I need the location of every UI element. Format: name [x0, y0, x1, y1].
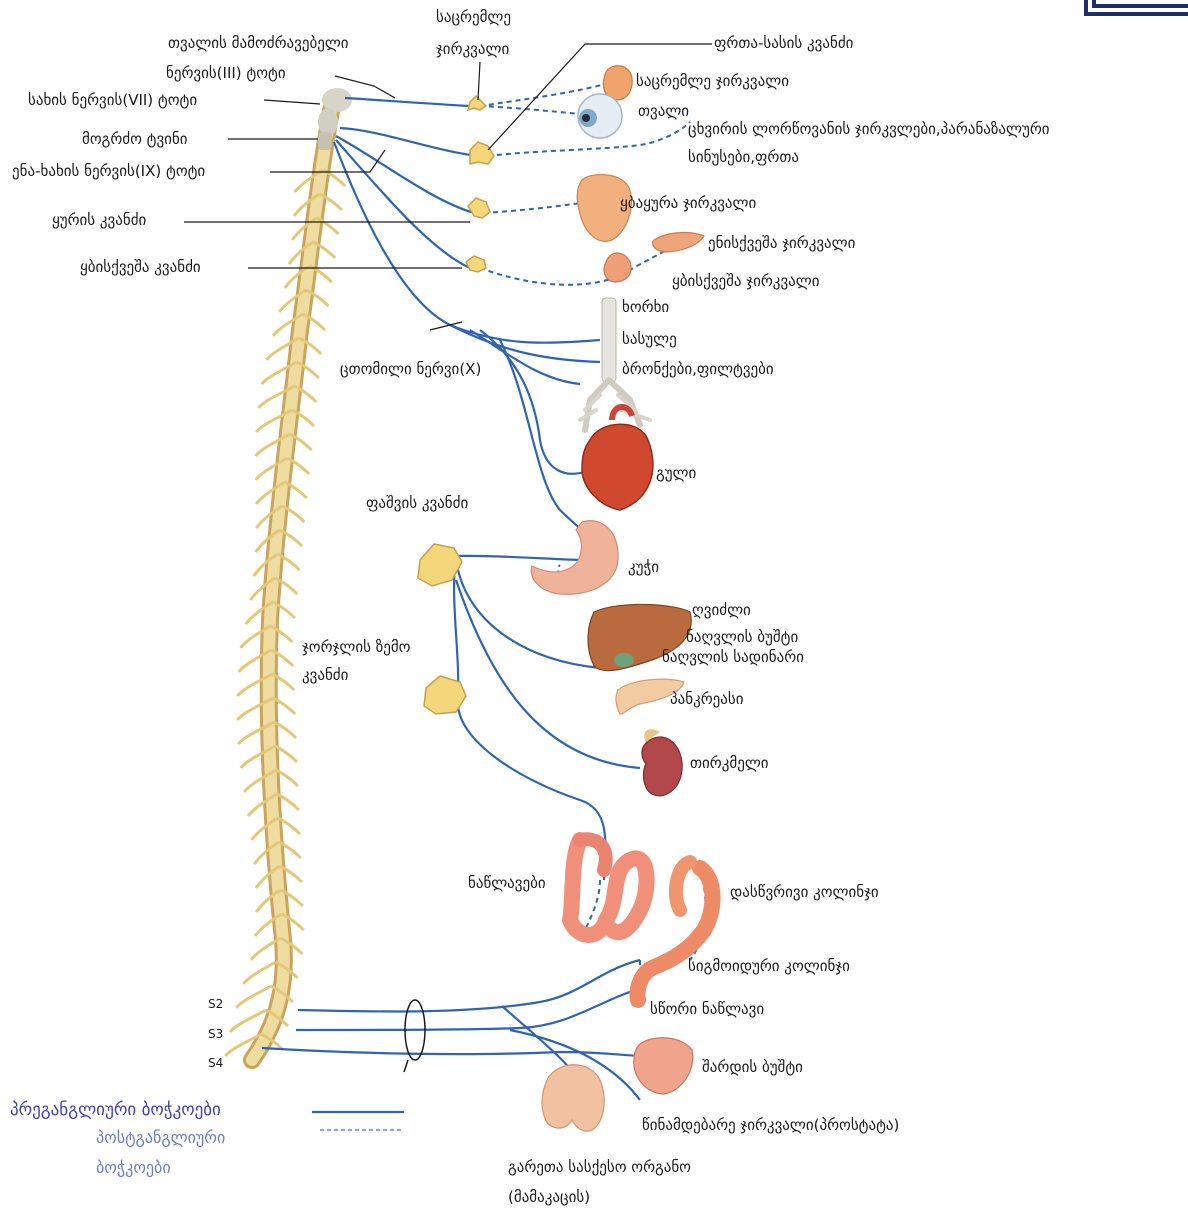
label-celiac-ganglion: ფაშვის კვანძი [366, 496, 468, 511]
label-trachea: სასულე [622, 332, 677, 347]
label-medulla: მოგრძო ტვინი [82, 132, 188, 147]
label-prostate: წინამდებარე ჯირკვალი(პროსტატა) [642, 1118, 899, 1133]
label-gallbladder: ნაღვლის ბუშტი [686, 630, 798, 645]
label-facial-nerve: სახის ნერვის(VII) ტოტი [28, 93, 197, 108]
label-lacrimal-gland: საცრემლე ჯირკვალი [636, 74, 789, 89]
label-bronchi-lungs: ბრონქები,ფილტვები [622, 362, 774, 377]
bladder-organ [634, 1038, 693, 1094]
sublingual-gland-organ [652, 233, 704, 252]
kidney-organ [642, 737, 682, 796]
label-otic-ganglion: ყურის კვანძი [52, 213, 146, 228]
label-s2: S2 [208, 998, 223, 1010]
organs [531, 66, 712, 1132]
label-submandibular-gland: ყბისქვეშა ჯირკვალი [672, 274, 819, 289]
label-rectum: სწორი ნაწლავი [650, 1002, 764, 1017]
legend-postganglionic-1: პოსტგანგლიური [96, 1130, 225, 1146]
legend [312, 1112, 404, 1130]
label-larynx: ხორხი [622, 300, 669, 315]
pterygopalatine-ganglion-shape [470, 142, 494, 164]
label-heart: გული [656, 466, 696, 481]
label-pterygopalatine-ganglion: ფრთა-სასის კვანძი [714, 36, 853, 51]
label-lacrimal-gland-top-1: საცრემლე [436, 10, 511, 25]
intestines-organ [570, 839, 647, 935]
ciliary-ganglion-shape [468, 96, 486, 110]
heart-organ [582, 424, 653, 510]
mesenteric-ganglion-shape [424, 676, 466, 714]
label-eye: თვალი [638, 104, 689, 119]
label-nasal-glands-2: სინუსები,ფრთა [688, 150, 799, 165]
genitals-organ [542, 1065, 604, 1132]
submandibular-ganglion-shape [466, 256, 486, 272]
label-eye-motor-nerve-2: ნერვის(III) ტოტი [166, 66, 286, 81]
label-vagus-nerve: ცთომილი ნერვი(X) [340, 362, 481, 377]
label-glossopharyngeal-nerve: ენა-ხახის ნერვის(IX) ტოტი [12, 164, 205, 179]
otic-ganglion-shape [468, 198, 490, 218]
label-bladder: შარდის ბუშტი [702, 1060, 803, 1075]
label-stomach: კუჭი [628, 560, 659, 575]
spinal-nerve-branch [243, 962, 275, 984]
label-sublingual-gland: ენისქვეშა ჯირკვალი [708, 236, 855, 251]
label-intestines: ნაწლავები [468, 876, 546, 891]
corner-logo [1086, 0, 1188, 14]
label-bile-ducts: ნაღვლის სადინარი [662, 650, 804, 665]
label-liver: ღვიძლი [692, 603, 751, 618]
label-s4: S4 [208, 1057, 223, 1069]
leader-lines [184, 44, 712, 330]
label-eye-motor-nerve-1: თვალის მამოძრავებელი [168, 36, 349, 51]
legend-postganglionic-2: ბოჭკოები [96, 1160, 171, 1176]
spinal-nerve-branch [236, 986, 271, 1008]
label-parotid-gland: ყბაყურა ჯირკვალი [620, 196, 756, 211]
label-lacrimal-gland-top-2: ჯირკვალი [436, 42, 509, 57]
label-genitals-2: (მამაკაცის) [508, 1190, 590, 1205]
gallbladder-organ [614, 653, 634, 667]
spinal-cord [225, 100, 345, 1060]
legend-preganglionic: პრეგანგლიური ბოჭკოები [10, 1102, 221, 1119]
label-pancreas: პანკრეასი [670, 692, 744, 707]
label-genitals-1: გარეთა სასქესო ორგანო [508, 1160, 691, 1175]
label-descending-colon: დასწვრივი კოლინჯი [730, 885, 879, 900]
label-submandibular-ganglion: ყბისქვეშა კვანძი [80, 260, 201, 275]
label-sigmoid-colon: სიგმოიდური კოლინჯი [688, 959, 850, 974]
celiac-ganglion-shape [418, 544, 462, 586]
label-s3: S3 [208, 1028, 223, 1040]
label-kidney: თირკმელი [690, 756, 769, 771]
eyeball [578, 94, 622, 138]
submandibular-gland-organ [604, 253, 631, 282]
label-mesenteric-ganglion-1: ჯორჯლის ზემო [302, 640, 410, 655]
label-mesenteric-ganglion-2: კვანძი [302, 668, 348, 683]
label-nasal-glands: ცხვირის ლორწოვანის ჯირკვლები,პარანაზალურ… [688, 122, 1050, 137]
